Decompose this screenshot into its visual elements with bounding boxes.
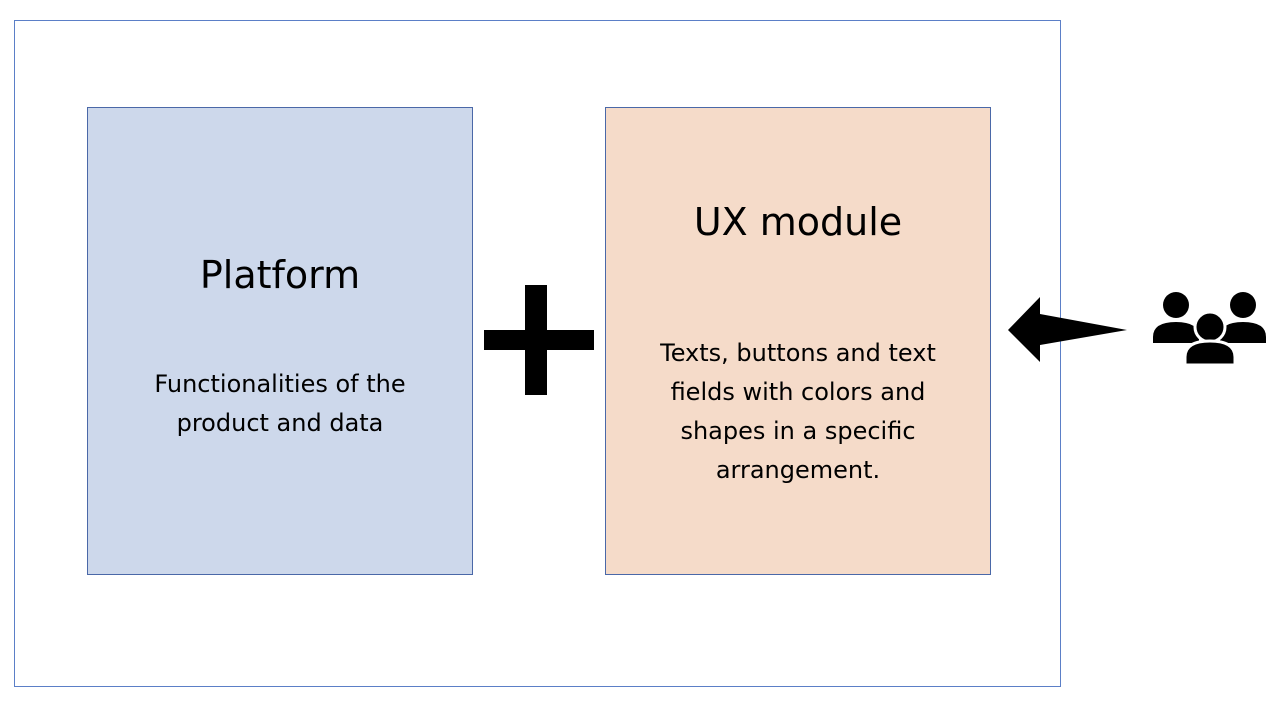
platform-title: Platform: [199, 253, 361, 297]
platform-box: Platform Functionalities of the product …: [87, 107, 473, 575]
platform-description: Functionalities of the product and data: [154, 370, 406, 437]
ux-module-description: Texts, buttons and text fields with colo…: [660, 339, 936, 484]
plus-icon: [484, 285, 594, 395]
users-group-icon: [1153, 292, 1266, 367]
ux-module-box: UX module Texts, buttons and text fields…: [605, 107, 991, 575]
outer-frame: [14, 20, 1061, 687]
ux-module-title: UX module: [693, 200, 903, 244]
arrow-left-icon: [1008, 297, 1127, 362]
